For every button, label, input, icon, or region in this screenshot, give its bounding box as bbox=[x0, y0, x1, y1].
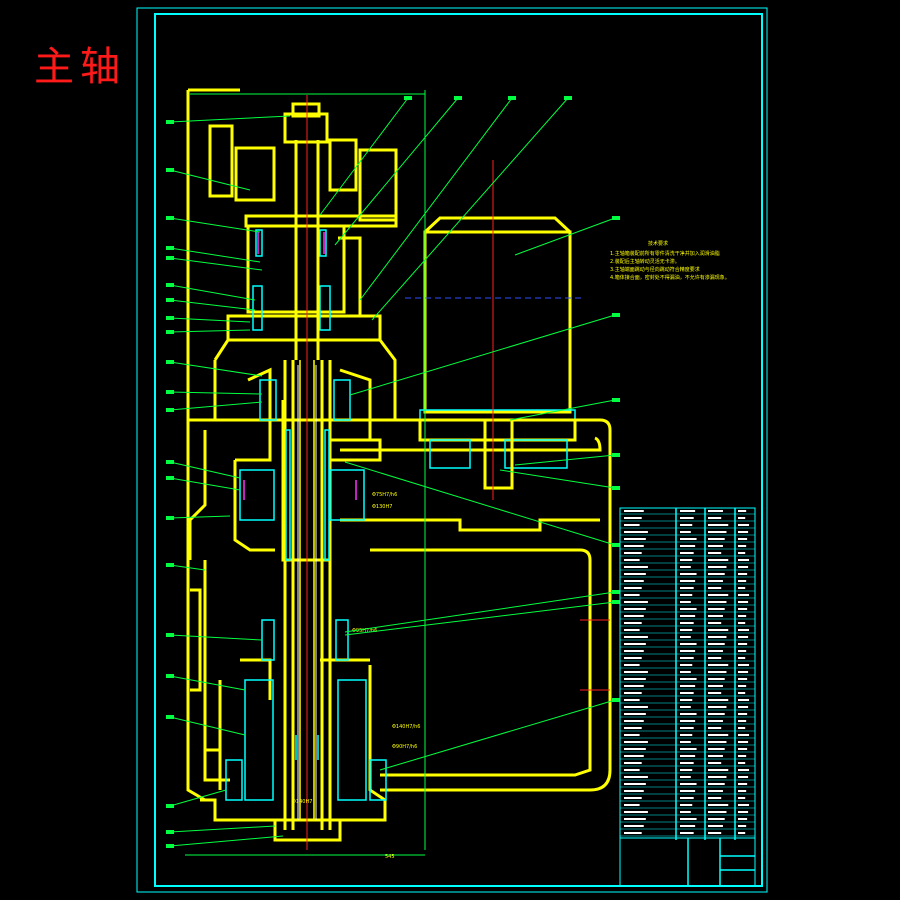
upper-cylinder bbox=[208, 102, 398, 342]
page-title: 主轴 bbox=[34, 44, 126, 90]
inner-frame bbox=[154, 13, 763, 887]
tech-req-line-1: 1.主轴箱装配前所有零件清洗干净并加入润滑油脂 bbox=[610, 250, 720, 257]
tech-req-line-4: 4.箱体接合面，密封处不得漏油，不允许有渗漏现象。 bbox=[610, 274, 730, 281]
outer-frame bbox=[136, 7, 768, 893]
dimensions: 545 Φ75H7/h6 Φ130H7 Φ95H7/h6 Φ140H7/h6 Φ… bbox=[185, 90, 426, 860]
fit-2: Φ130H7 bbox=[372, 504, 392, 510]
fit-6: Φ140H7 bbox=[292, 799, 312, 805]
spindle-housing bbox=[188, 338, 612, 822]
leader-lines bbox=[169, 97, 616, 847]
technical-requirements: 技术要求 1.主轴箱装配前所有零件清洗干净并加入润滑油脂 2.装配后主轴转动灵活… bbox=[610, 240, 730, 281]
bearings bbox=[225, 379, 387, 801]
fit-4: Φ140H7/h6 bbox=[392, 724, 420, 730]
fit-3: Φ95H7/h6 bbox=[352, 628, 377, 634]
fit-5: Φ90H7/h6 bbox=[392, 744, 417, 750]
overall-dimension: 545 bbox=[385, 854, 395, 860]
tech-req-line-3: 3.主轴端面跳动与径向跳动符合精度要求 bbox=[610, 266, 700, 273]
parts-list bbox=[619, 507, 756, 887]
tech-req-heading: 技术要求 bbox=[648, 240, 668, 247]
tech-req-line-2: 2.装配后主轴转动灵活无卡滞。 bbox=[610, 258, 680, 265]
balloons bbox=[166, 96, 620, 848]
fit-1: Φ75H7/h6 bbox=[372, 492, 397, 498]
